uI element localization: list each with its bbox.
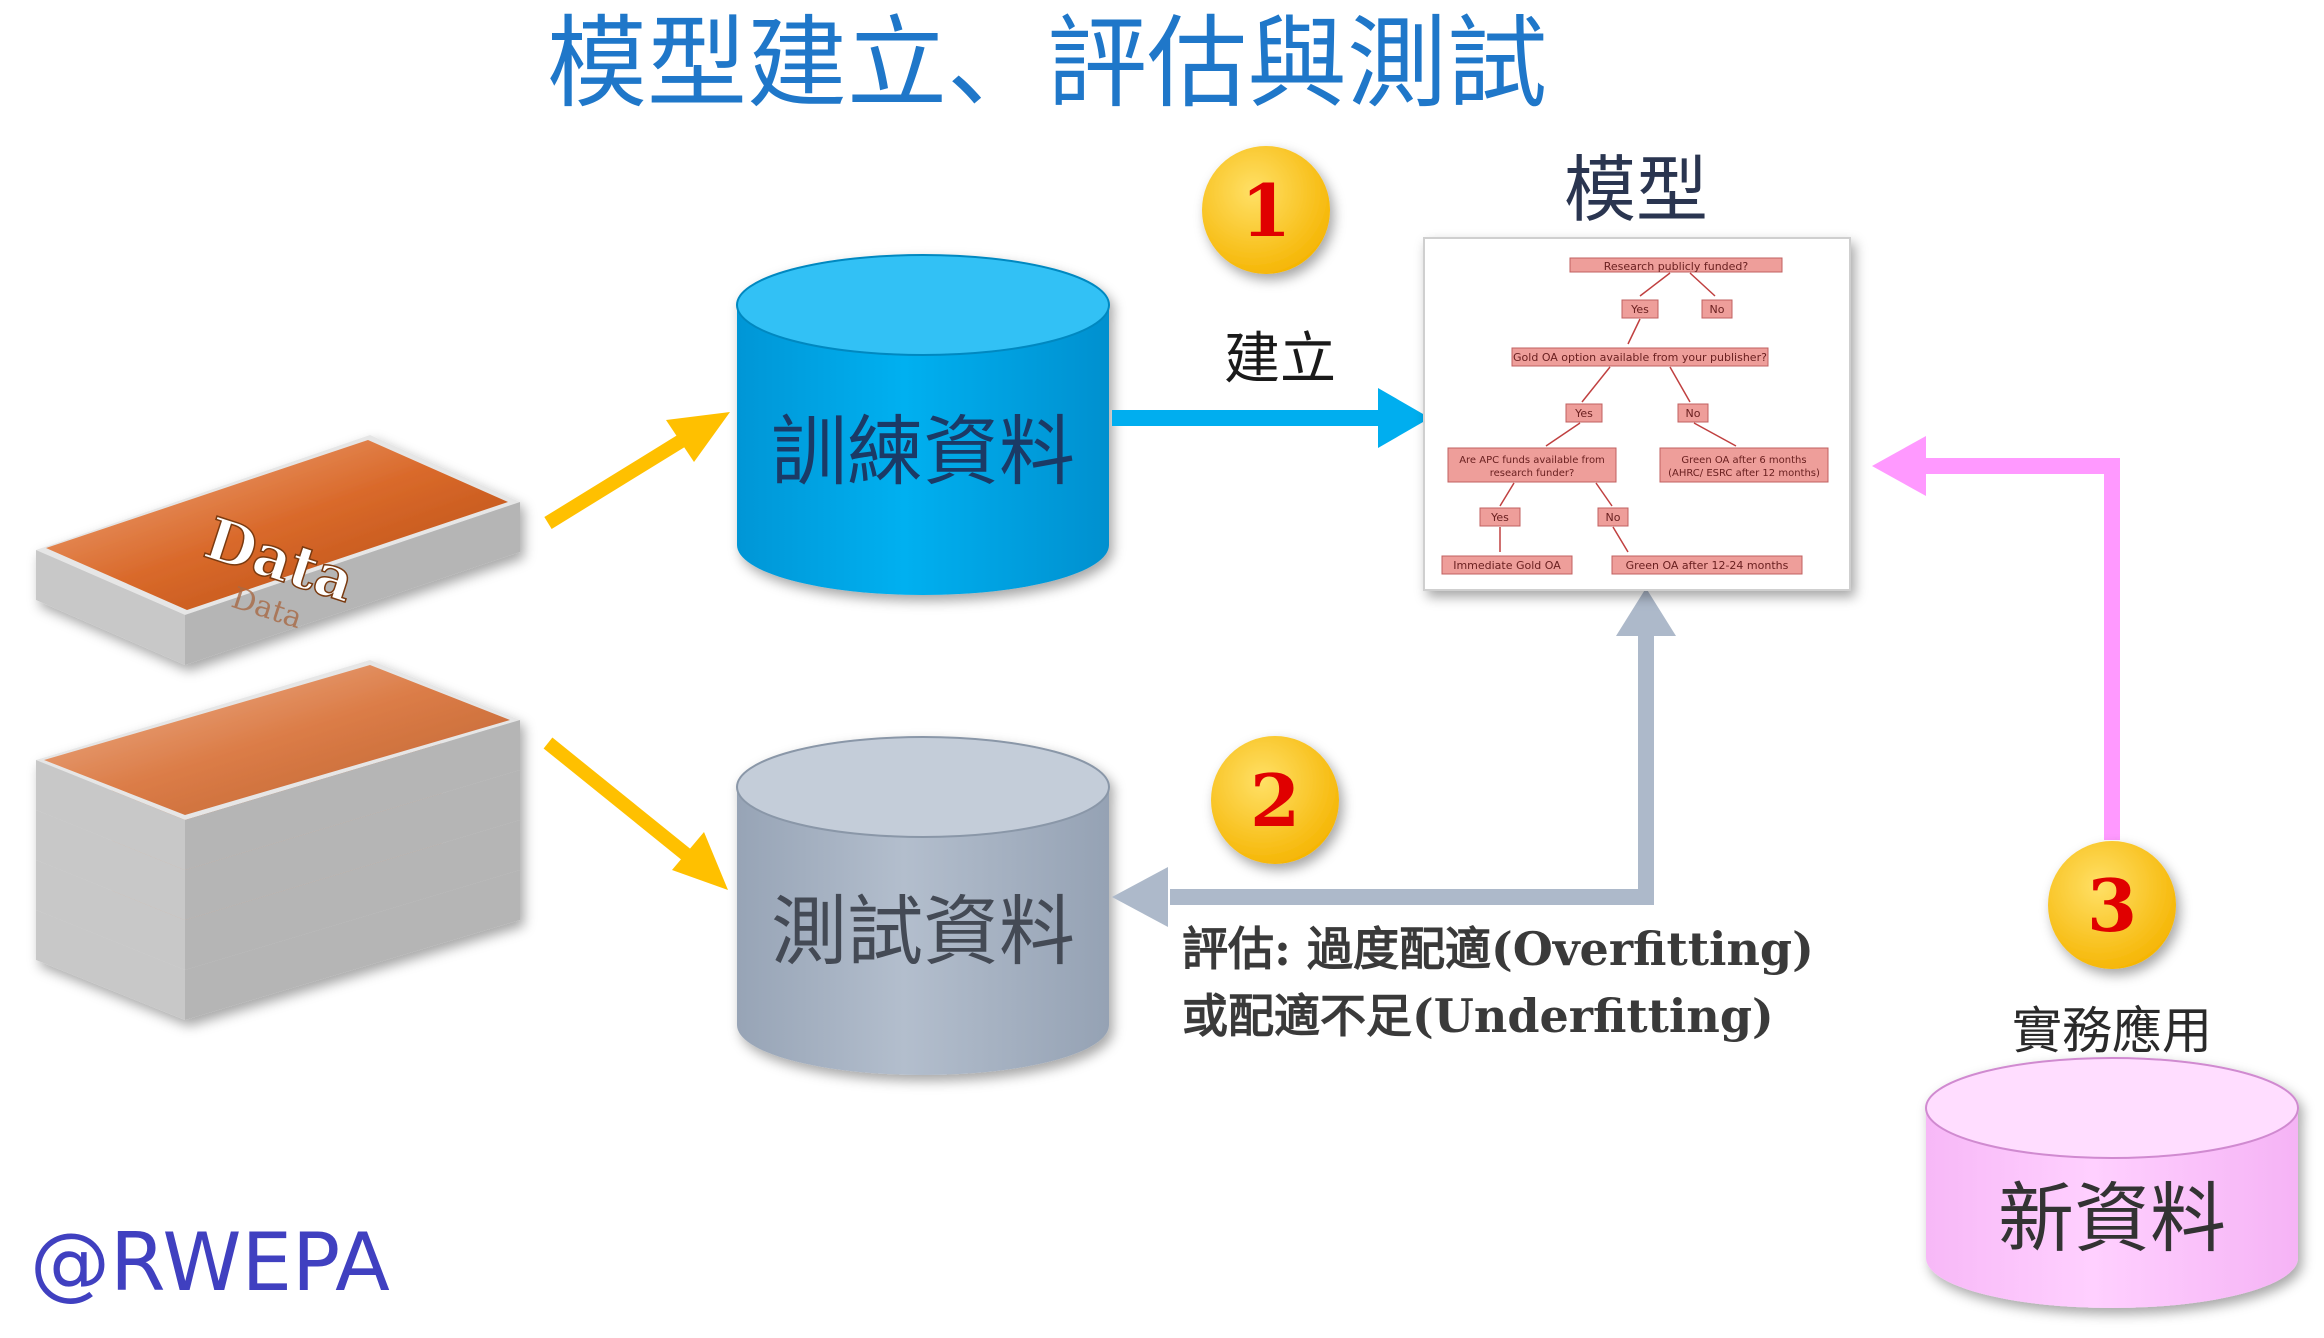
- step1-number: 1: [1241, 168, 1291, 253]
- tree-yes-2: Yes: [1574, 407, 1593, 420]
- tree-no-2: No: [1686, 407, 1701, 420]
- testing-data-label: 測試資料: [771, 887, 1075, 976]
- tree-green12: Green OA after 12-24 months: [1626, 559, 1789, 572]
- arrow-data-to-testing: [543, 737, 728, 890]
- tree-green6: Green OA after 6 months(AHRC/ ESRC after…: [1668, 455, 1820, 479]
- watermark: @RWEPA: [30, 1216, 390, 1309]
- tree-q2: Gold OA option available from your publi…: [1513, 351, 1767, 364]
- tree-root: Research publicly funded?: [1604, 260, 1749, 273]
- tree-yes-1: Yes: [1630, 303, 1649, 316]
- step3-number: 3: [2087, 863, 2137, 948]
- tree-immediate: Immediate Gold OA: [1453, 559, 1561, 572]
- tree-no-3: No: [1606, 511, 1621, 524]
- arrow-build: [1112, 388, 1430, 448]
- step2-number: 2: [1250, 758, 1300, 843]
- arrow-evaluate: [1112, 588, 1676, 927]
- training-data-label: 訓練資料: [771, 407, 1075, 496]
- new-data-cylinder: [1925, 1057, 2299, 1308]
- tree-yes-3: Yes: [1490, 511, 1509, 524]
- data-stack-icon: [36, 435, 520, 1020]
- model-label: 模型: [1564, 148, 1708, 232]
- step1-label: 建立: [1224, 327, 1336, 392]
- testing-data-cylinder: [736, 736, 1110, 1075]
- step2-badge: [1211, 736, 1339, 864]
- step3-badge: [2048, 841, 2176, 969]
- tree-no-1: No: [1710, 303, 1725, 316]
- step2-label-line2: 或配適不足(Underfitting): [1182, 989, 1774, 1043]
- arrow-apply: [1872, 436, 2120, 840]
- step1-badge: [1202, 146, 1330, 274]
- training-data-cylinder: [736, 254, 1110, 595]
- page-title: 模型建立、評估與測試: [547, 5, 1547, 122]
- step3-label: 實務應用: [2012, 1002, 2212, 1060]
- model-decision-tree: Research publicly funded? Yes No Gold OA…: [1423, 237, 1851, 591]
- new-data-label: 新資料: [1998, 1174, 2226, 1263]
- step2-label-line1: 評估: 過度配適(Overfitting): [1182, 922, 1814, 976]
- arrow-data-to-training: [544, 412, 730, 529]
